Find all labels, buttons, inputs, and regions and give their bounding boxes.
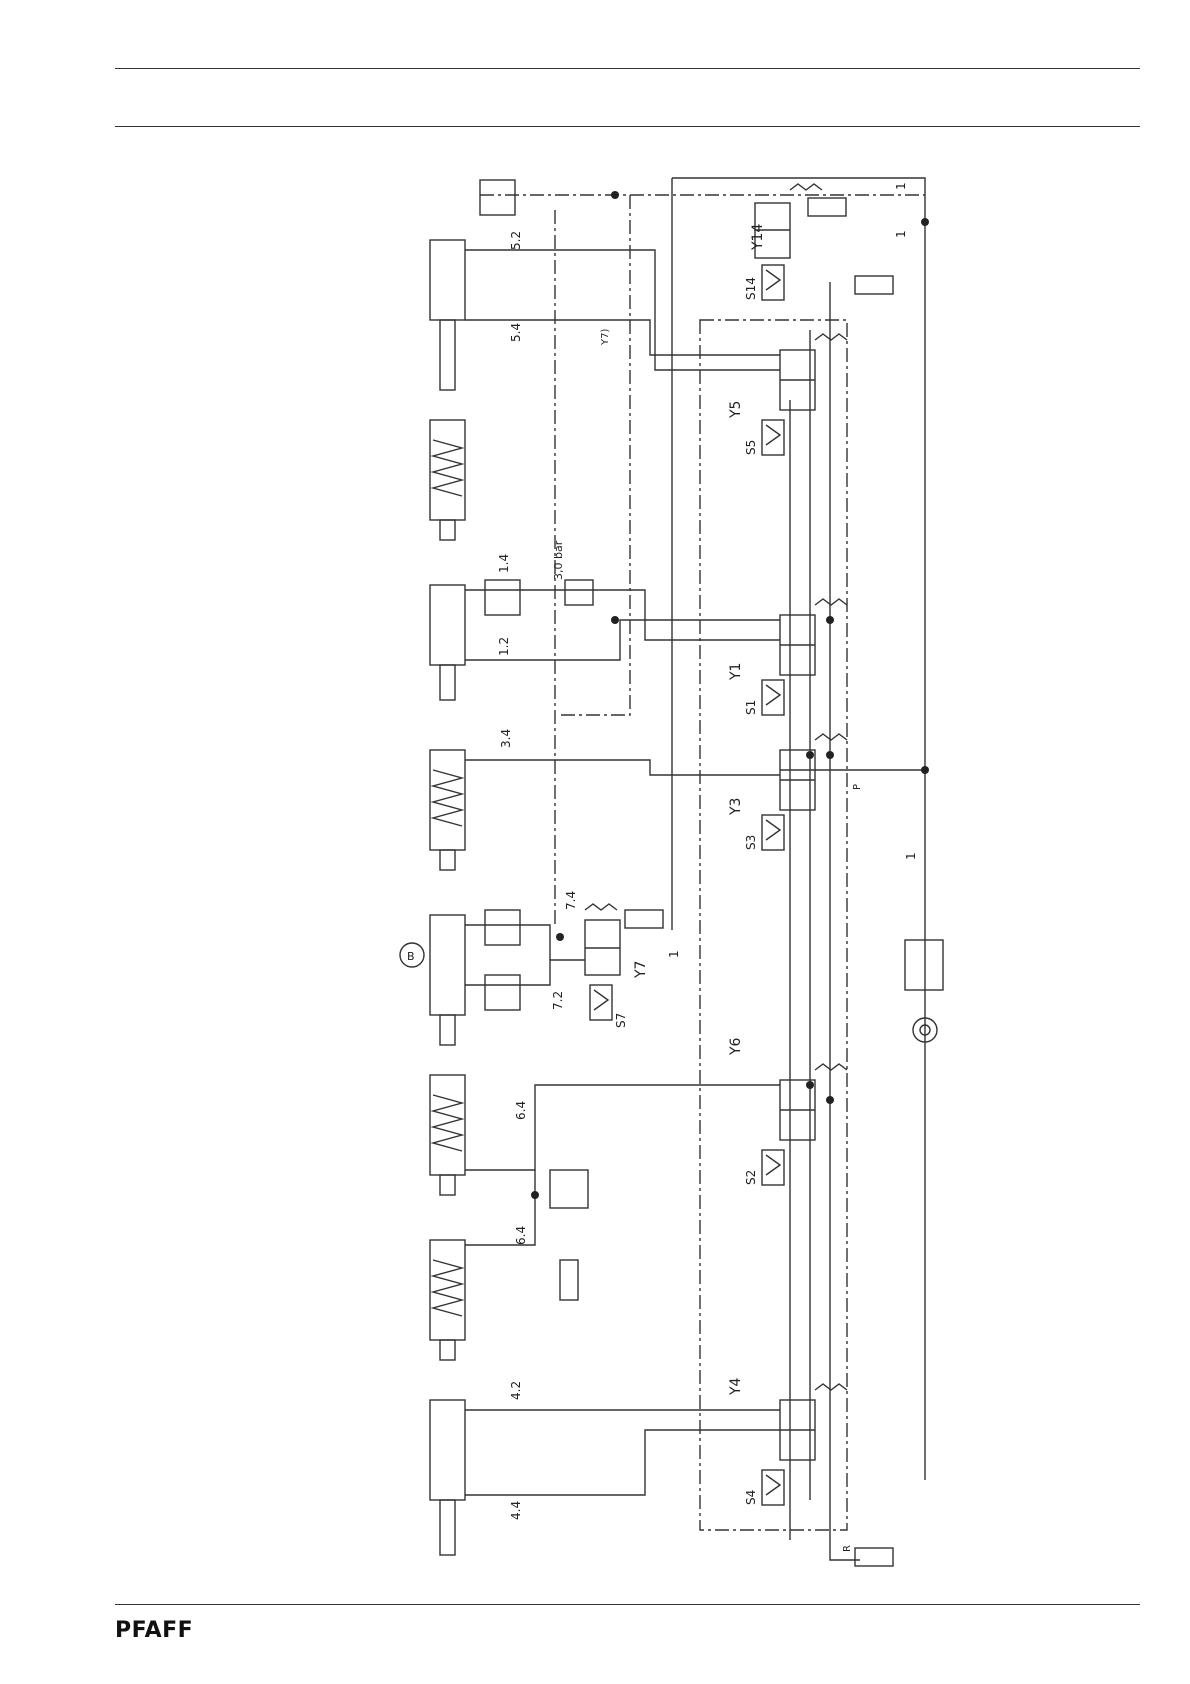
silencer-y7 (625, 910, 663, 928)
cylinder-3 (430, 750, 465, 870)
label-s14: S14 (744, 277, 758, 300)
valve-y4-symbol (762, 1384, 847, 1505)
label-4-2: 4.2 (509, 1381, 523, 1400)
silencer-bottom (855, 1548, 893, 1566)
label-5-4: 5.4 (509, 323, 523, 342)
label-y1: Y1 (728, 663, 744, 681)
label-r: R (842, 1545, 853, 1552)
throttle-7-4 (485, 910, 520, 945)
throttle-5-2 (480, 180, 515, 215)
label-y14: Y14 (750, 224, 766, 251)
label-1-supply: 1 (904, 852, 918, 860)
label-1-2: 1.2 (497, 637, 511, 656)
label-1-4: 1.4 (497, 554, 511, 573)
cylinder-spring-a (430, 420, 465, 540)
brand-logo: PFAFF (115, 1618, 193, 1643)
silencer-mid (855, 276, 893, 294)
valve-y3-symbol (762, 734, 847, 850)
label-p: P (852, 784, 863, 790)
label-5-2: 5.2 (509, 231, 523, 250)
label-s5: S5 (744, 440, 758, 455)
label-y6: Y6 (728, 1037, 744, 1056)
label-1-top: 1 (894, 182, 908, 190)
label-b: B (407, 950, 415, 963)
cylinder-6-lower (430, 1240, 465, 1360)
throttle-7-2 (485, 975, 520, 1010)
label-7-2: 7.2 (551, 991, 565, 1010)
cylinder-4 (430, 1400, 465, 1555)
label-7-4: 7.4 (564, 891, 578, 910)
label-4-4: 4.4 (509, 1501, 523, 1520)
throttle-1-4 (485, 580, 520, 615)
exhaust-line (830, 282, 860, 1560)
filter-regulator (905, 940, 943, 990)
label-y7: Y7 (633, 961, 649, 979)
valve-manifold-outline (700, 320, 847, 1530)
label-1-y7: 1 (667, 950, 681, 958)
label-6-4-lower: 6.4 (514, 1226, 528, 1245)
label-y7-ref: Y7) (600, 329, 611, 346)
label-6-4-upper: 6.4 (514, 1101, 528, 1120)
supply-line-top (672, 178, 925, 1480)
label-y4: Y4 (728, 1377, 744, 1396)
cylinder-5 (430, 240, 465, 390)
label-s7: S7 (614, 1013, 628, 1028)
label-y5: Y5 (728, 401, 744, 419)
cylinder-1 (430, 585, 465, 700)
shuttle-valve (550, 1170, 588, 1208)
valve-y7-symbol (585, 904, 620, 1020)
label-s3: S3 (744, 835, 758, 850)
cylinder-6-upper (430, 1075, 465, 1195)
label-s1: S1 (744, 700, 758, 715)
label-1-second: 1 (894, 230, 908, 238)
cylinder-7 (430, 915, 465, 1045)
label-s4: S4 (744, 1490, 758, 1505)
valve-y1-symbol (762, 599, 847, 715)
silencer-top (808, 198, 846, 216)
valve-y5-symbol (762, 334, 847, 455)
label-3-4: 3.4 (499, 729, 513, 748)
label-s2: S2 (744, 1170, 758, 1185)
label-3-0-bar: 3,0 bar (552, 540, 565, 580)
label-y3: Y3 (728, 798, 744, 816)
silencer-shuttle (560, 1260, 578, 1300)
pressure-regulator (565, 580, 593, 605)
valve-y6-symbol (762, 1064, 847, 1185)
